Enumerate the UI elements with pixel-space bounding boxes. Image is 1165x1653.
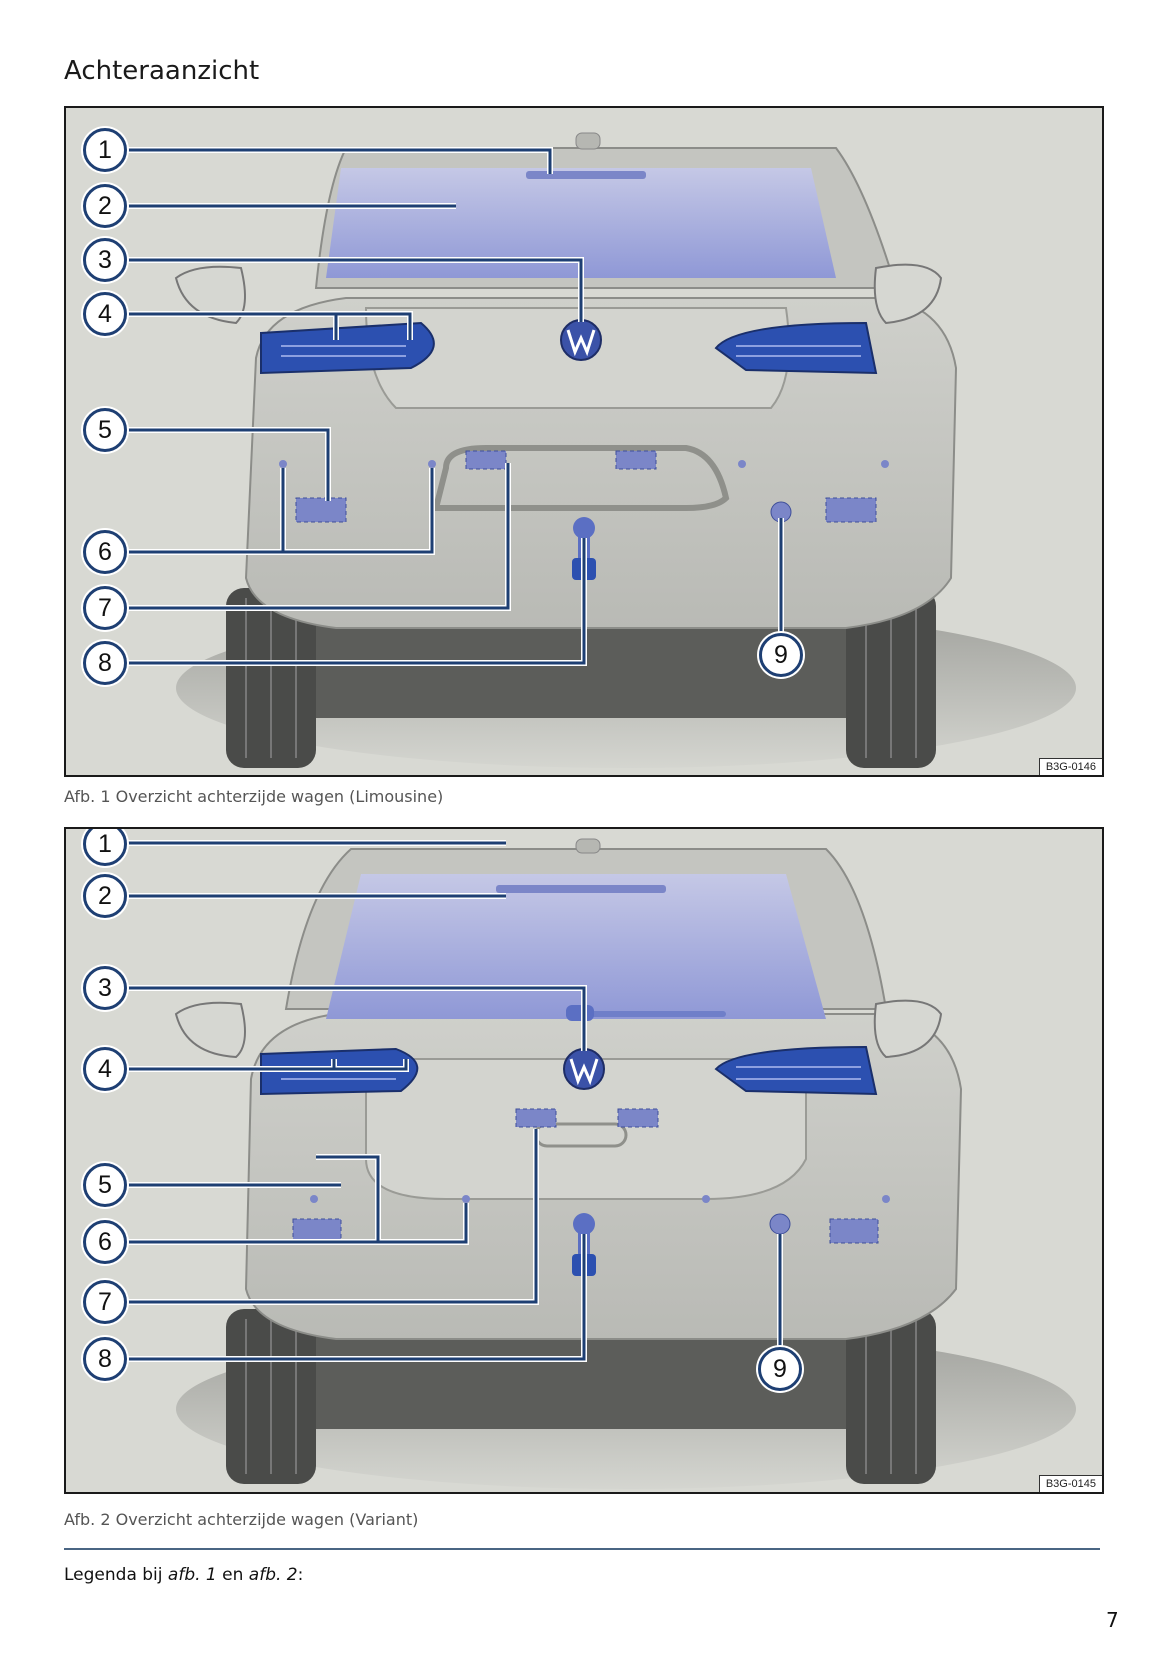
legend-heading: Legenda bij afb. 1 en afb. 2:	[64, 1565, 303, 1585]
callout-7: 7	[83, 1280, 127, 1324]
figure-caption-2: Afb. 2 Overzicht achterzijde wagen (Vari…	[64, 1510, 419, 1529]
callout-1: 1	[83, 128, 127, 172]
callout-3: 3	[83, 966, 127, 1010]
callout-8: 8	[83, 641, 127, 685]
legend-ref-afb2[interactable]: afb. 2	[248, 1565, 298, 1585]
callout-7: 7	[83, 586, 127, 630]
car-rear-illustration-variant	[126, 838, 1076, 1489]
legend-ref-afb1[interactable]: afb. 1	[167, 1565, 217, 1585]
callout-5: 5	[83, 1163, 127, 1207]
callout-4: 4	[83, 1047, 127, 1091]
callout-4: 4	[83, 292, 127, 336]
figure-caption-1: Afb. 1 Overzicht achterzijde wagen (Limo…	[64, 787, 444, 806]
callout-5: 5	[83, 408, 127, 452]
callout-6: 6	[83, 1220, 127, 1264]
figure-limousine-rear: 1 2 3 4 5 6 7 8 9 B3G-0146	[64, 106, 1104, 777]
section-divider	[64, 1548, 1100, 1550]
legend-middle: en	[216, 1565, 249, 1585]
figure-code: B3G-0146	[1038, 758, 1102, 775]
page-title: Achteraanzicht	[64, 56, 260, 86]
legend-prefix: Legenda bij	[64, 1565, 168, 1585]
callout-3: 3	[83, 238, 127, 282]
legend-suffix: :	[297, 1565, 304, 1585]
callout-2: 2	[83, 874, 127, 918]
callout-1: 1	[83, 829, 127, 866]
callout-8: 8	[83, 1337, 127, 1381]
callout-9: 9	[759, 633, 803, 677]
callout-6: 6	[83, 530, 127, 574]
callout-9: 9	[758, 1347, 802, 1391]
car-rear-illustration-limousine	[126, 132, 1076, 768]
callout-2: 2	[83, 184, 127, 228]
figure-variant-rear: 1 2 3 4 5 6 7 8 9 B3G-0145	[64, 827, 1104, 1494]
figure-code: B3G-0145	[1038, 1475, 1102, 1492]
page-number: 7	[1106, 1608, 1119, 1632]
